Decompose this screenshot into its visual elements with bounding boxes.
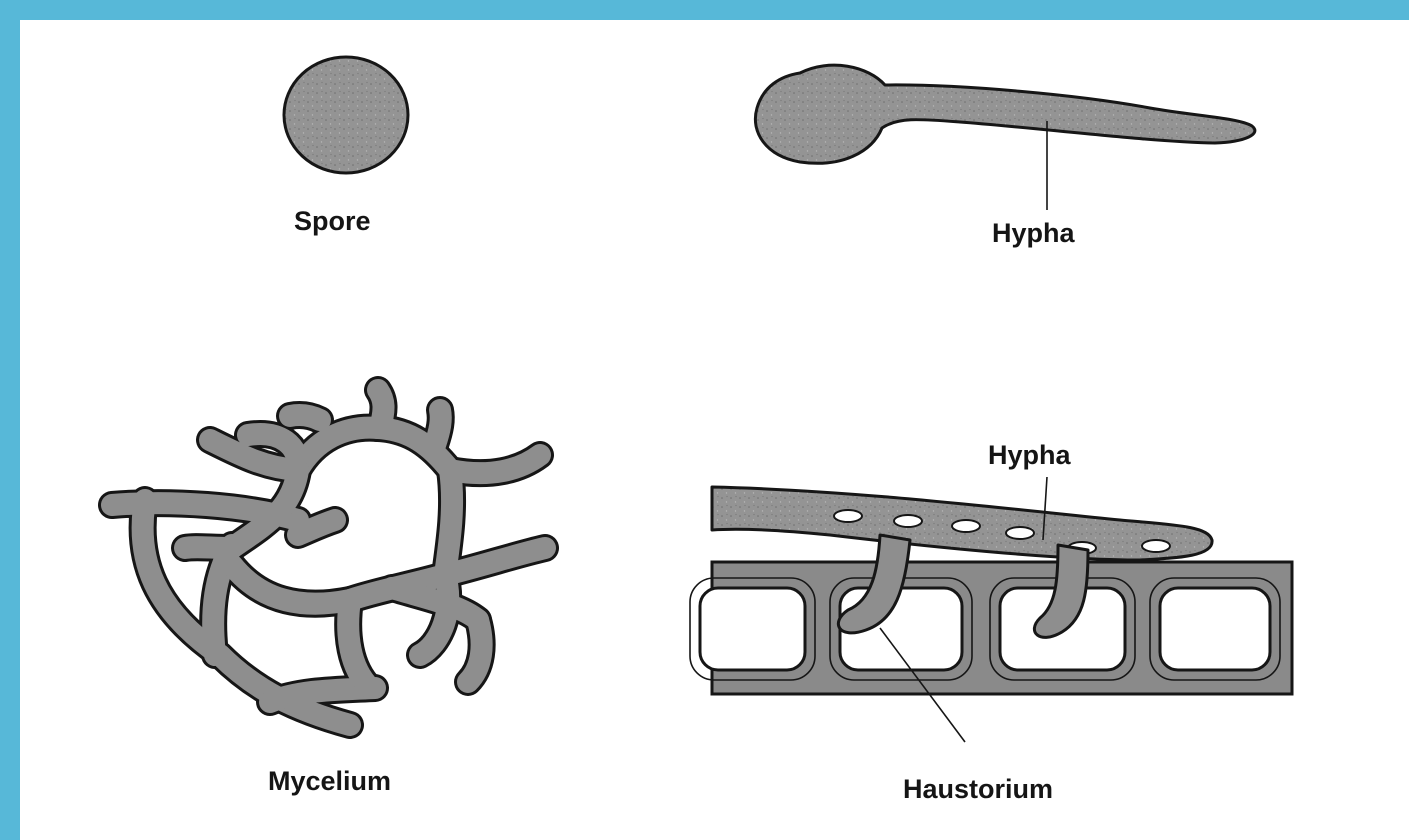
label-haustorium: Haustorium [903, 776, 1053, 803]
fungal-structures-illustration [20, 20, 1409, 840]
label-spore: Spore [294, 208, 371, 235]
haustorium-drawing [690, 477, 1292, 742]
label-hypha-top: Hypha [992, 220, 1075, 247]
mycelium-drawing [112, 390, 545, 725]
spore-drawing [284, 57, 408, 173]
diagram-frame: Spore Hypha Mycelium Hypha Haustorium [20, 20, 1409, 840]
label-mycelium: Mycelium [268, 768, 391, 795]
germinating-hypha-drawing [755, 65, 1254, 210]
label-hypha-bottom: Hypha [988, 442, 1071, 469]
